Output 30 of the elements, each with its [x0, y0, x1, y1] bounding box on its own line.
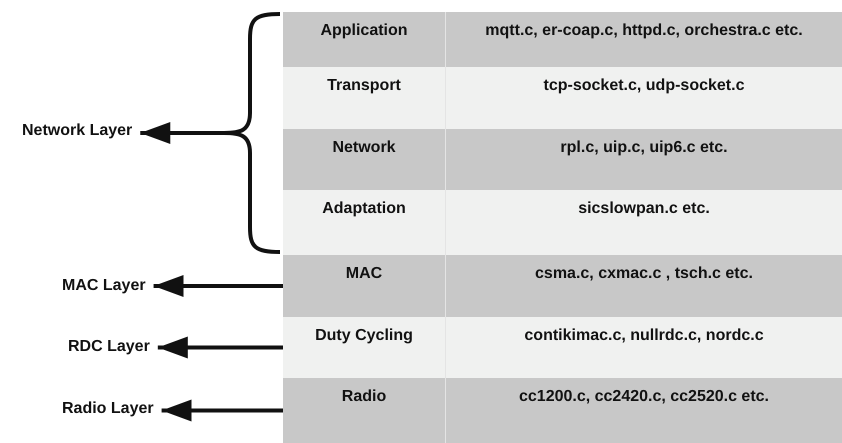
table-row [283, 378, 842, 443]
file-list: mqtt.c, er-coap.c, httpd.c, orchestra.c etc. [446, 22, 842, 40]
layer-label: Network Layer [22, 122, 132, 140]
table-row [283, 129, 842, 190]
arrow [158, 336, 283, 358]
table-row [283, 317, 842, 378]
arrow [162, 400, 283, 422]
layer-name: Application [319, 22, 409, 40]
file-list: sicslowpan.c etc. [446, 200, 842, 218]
file-list: cc1200.c, cc2420.c, cc2520.c etc. [446, 388, 842, 406]
arrow [154, 275, 283, 297]
file-list: rpl.c, uip.c, uip6.c etc. [446, 139, 842, 157]
layer-label: Radio Layer [62, 400, 154, 418]
file-list: contikimac.c, nullrdc.c, nordc.c [446, 327, 842, 345]
arrow [140, 122, 224, 144]
table-row [283, 255, 842, 317]
layer-name: Transport [326, 77, 402, 95]
layer-name: Adaptation [321, 200, 407, 218]
file-list: csma.c, cxmac.c , tsch.c etc. [446, 265, 842, 283]
curly-brace [222, 12, 280, 254]
table-row [283, 12, 842, 67]
layer-label: RDC Layer [68, 338, 150, 356]
layer-name: Duty Cycling [314, 327, 414, 345]
layer-name: MAC [344, 265, 384, 283]
table-row [283, 67, 842, 129]
file-list: tcp-socket.c, udp-socket.c [446, 77, 842, 95]
layer-name: Network [331, 139, 397, 157]
layer-name: Radio [340, 388, 388, 406]
table-row [283, 190, 842, 255]
layer-label: MAC Layer [62, 277, 146, 295]
